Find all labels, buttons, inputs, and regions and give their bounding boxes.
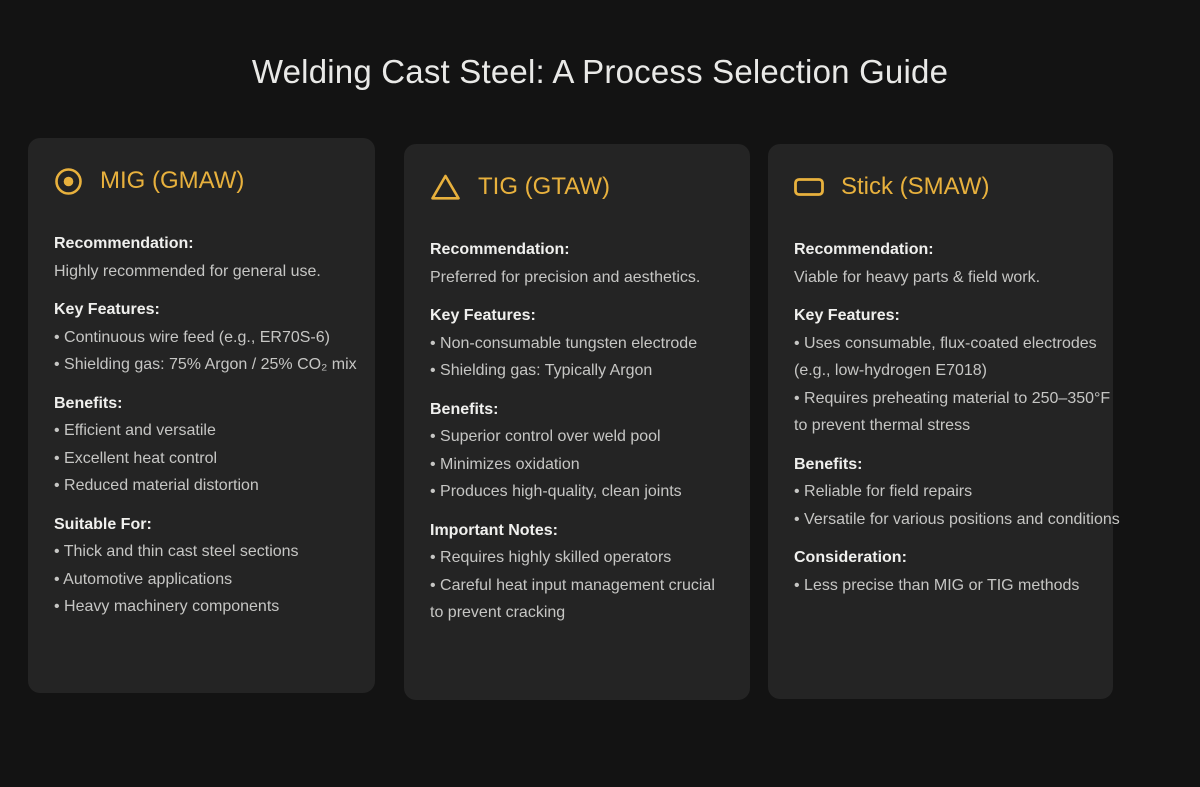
text-line: to prevent thermal stress — [794, 417, 971, 434]
section-recommendation: Recommendation: Preferred for precision … — [430, 236, 724, 291]
section-heading: Suitable For: — [54, 515, 152, 533]
section-heading: Benefits: — [54, 394, 123, 412]
section-heading: Important Notes: — [430, 521, 558, 539]
section-benefits: Benefits: • Efficient and versatile • Ex… — [54, 390, 349, 500]
text-line: • Non-consumable tungsten electrode — [430, 334, 698, 352]
section-heading: Key Features: — [794, 307, 900, 324]
card-mig: MIG (GMAW) Recommendation: Highly recomm… — [28, 138, 375, 693]
text-line: • Less precise than MIG or TIG methods — [794, 576, 1080, 594]
card-stick: Stick (SMAW) Recommendation: Viable for … — [768, 144, 1120, 699]
text-line: • Careful heat input management crucial — [430, 576, 715, 594]
text-line: • Reliable for field repairs — [794, 483, 973, 500]
text-line: • Automotive applications — [54, 570, 233, 588]
text-line: Highly recommended for general use. — [54, 262, 321, 280]
text-line: • Uses consumable, flux-coated electrode… — [794, 334, 1097, 352]
section-heading: Benefits: — [430, 400, 499, 418]
card-mig-title: MIG (GMAW) — [100, 167, 245, 194]
card-mig-header: MIG (GMAW) — [54, 165, 349, 197]
section-suitable-for: Suitable For: • Thick and thin cast stee… — [54, 511, 349, 621]
section-recommendation: Recommendation: Highly recommended for g… — [54, 230, 349, 285]
section-key-features: Key Features: • Continuous wire feed (e.… — [54, 296, 357, 379]
text-line: • Shielding gas: Typically Argon — [430, 362, 653, 379]
text-line: • Reduced material distortion — [54, 477, 259, 494]
card-stick-header: Stick (SMAW) — [794, 171, 1087, 203]
section-key-features: Key Features: • Uses consumable, flux-co… — [794, 302, 1111, 440]
text-line: (e.g., low-hydrogen E7018) — [794, 362, 987, 379]
triangle-icon — [430, 173, 461, 201]
target-circle-icon — [54, 167, 83, 196]
rounded-rectangle-icon — [794, 178, 824, 196]
section-heading: Benefits: — [794, 455, 863, 473]
text-line: • Versatile for various positions and co… — [794, 510, 1120, 528]
text-line: • Superior control over weld pool — [430, 428, 661, 445]
section-recommendation: Recommendation: Viable for heavy parts &… — [794, 236, 1087, 291]
text-line: • Heavy machinery components — [54, 598, 280, 615]
section-heading: Key Features: — [430, 307, 536, 324]
text-line: • Excellent heat control — [54, 449, 218, 467]
card-tig: TIG (GTAW) Recommendation: Preferred for… — [404, 144, 750, 700]
section-benefits: Benefits: • Superior control over weld p… — [430, 396, 724, 506]
text-line: • Minimizes oxidation — [430, 455, 580, 473]
section-heading: Consideration: — [794, 549, 907, 566]
section-important-notes: Important Notes: • Requires highly skill… — [430, 517, 724, 627]
section-heading: Key Features: — [54, 301, 160, 318]
text-line: • Requires highly skilled operators — [430, 549, 672, 566]
text-line: Preferred for precision and aesthetics. — [430, 268, 701, 286]
section-benefits: Benefits: • Reliable for field repairs •… — [794, 451, 1120, 534]
page-title: Welding Cast Steel: A Process Selection … — [251, 53, 949, 90]
section-consideration: Consideration: • Less precise than MIG o… — [794, 544, 1087, 599]
text-line: • Produces high-quality, clean joints — [430, 483, 682, 500]
text-line: • Requires preheating material to 250–35… — [794, 389, 1111, 407]
card-tig-title: TIG (GTAW) — [478, 173, 610, 200]
text-line: • Efficient and versatile — [54, 422, 216, 439]
text-line: • Shielding gas: 75% Argon / 25% CO₂ mix — [54, 356, 357, 373]
section-heading: Recommendation: — [430, 241, 570, 258]
section-heading: Recommendation: — [54, 235, 194, 252]
card-stick-title: Stick (SMAW) — [841, 173, 990, 200]
text-line: to prevent cracking — [430, 604, 566, 621]
card-tig-header: TIG (GTAW) — [430, 171, 724, 203]
text-line: • Thick and thin cast steel sections — [54, 543, 299, 560]
text-line: • Continuous wire feed (e.g., ER70S-6) — [54, 328, 330, 346]
section-key-features: Key Features: • Non-consumable tungsten … — [430, 302, 724, 385]
section-heading: Recommendation: — [794, 241, 934, 258]
text-line: Viable for heavy parts & field work. — [794, 268, 1041, 286]
